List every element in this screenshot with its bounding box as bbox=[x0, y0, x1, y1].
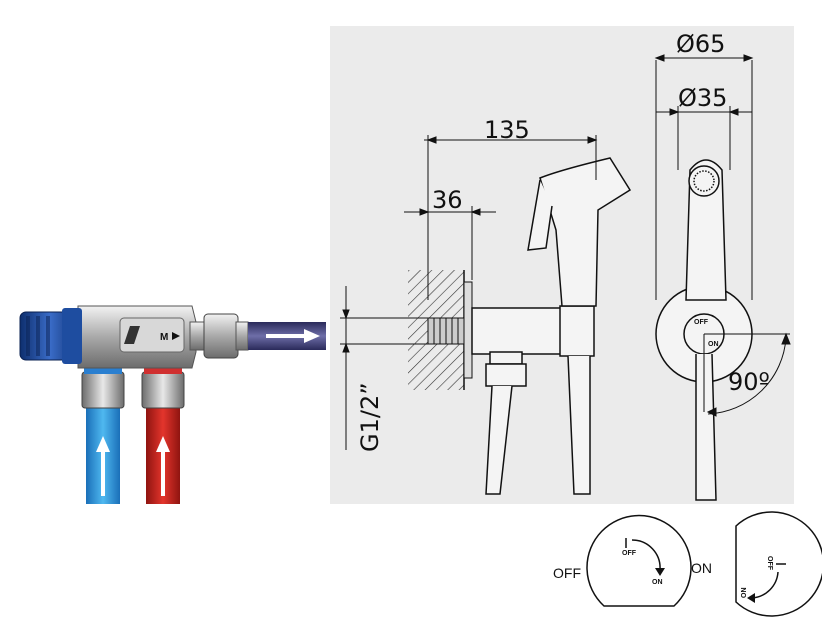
off-dial-on: ON bbox=[652, 579, 663, 586]
dimension-36: 36 bbox=[432, 186, 463, 214]
dimension-outer-diameter: Ø65 bbox=[676, 30, 725, 58]
valve-marking: M bbox=[160, 332, 168, 343]
dimension-thread: G1/2” bbox=[356, 382, 384, 452]
hot-pipe-nut bbox=[141, 371, 185, 409]
dimension-inner-diameter: Ø35 bbox=[678, 84, 727, 112]
on-dial-on: ON bbox=[741, 588, 748, 599]
spray-head-holes bbox=[693, 170, 715, 192]
valve-assembly: M bbox=[19, 305, 326, 504]
cold-pipe-nut bbox=[81, 371, 125, 409]
holder-side-view bbox=[471, 157, 632, 495]
front-dial-on: ON bbox=[708, 341, 719, 348]
holder-front-view bbox=[655, 159, 753, 501]
threaded-connector bbox=[427, 317, 465, 345]
dimension-135: 135 bbox=[484, 116, 530, 144]
off-label: OFF bbox=[553, 565, 581, 581]
off-dial-outline bbox=[586, 514, 692, 607]
off-state: OFF OFF ON bbox=[553, 514, 692, 607]
outlet-nut bbox=[203, 313, 239, 359]
front-dial-off: OFF bbox=[694, 319, 709, 326]
off-dial-off: OFF bbox=[622, 550, 637, 557]
on-state: ON OFF ON bbox=[691, 511, 822, 617]
on-dial-off: OFF bbox=[766, 556, 773, 571]
dimension-lines bbox=[340, 54, 791, 450]
on-label: ON bbox=[691, 560, 712, 576]
dimension-angle: 90º bbox=[728, 368, 770, 396]
